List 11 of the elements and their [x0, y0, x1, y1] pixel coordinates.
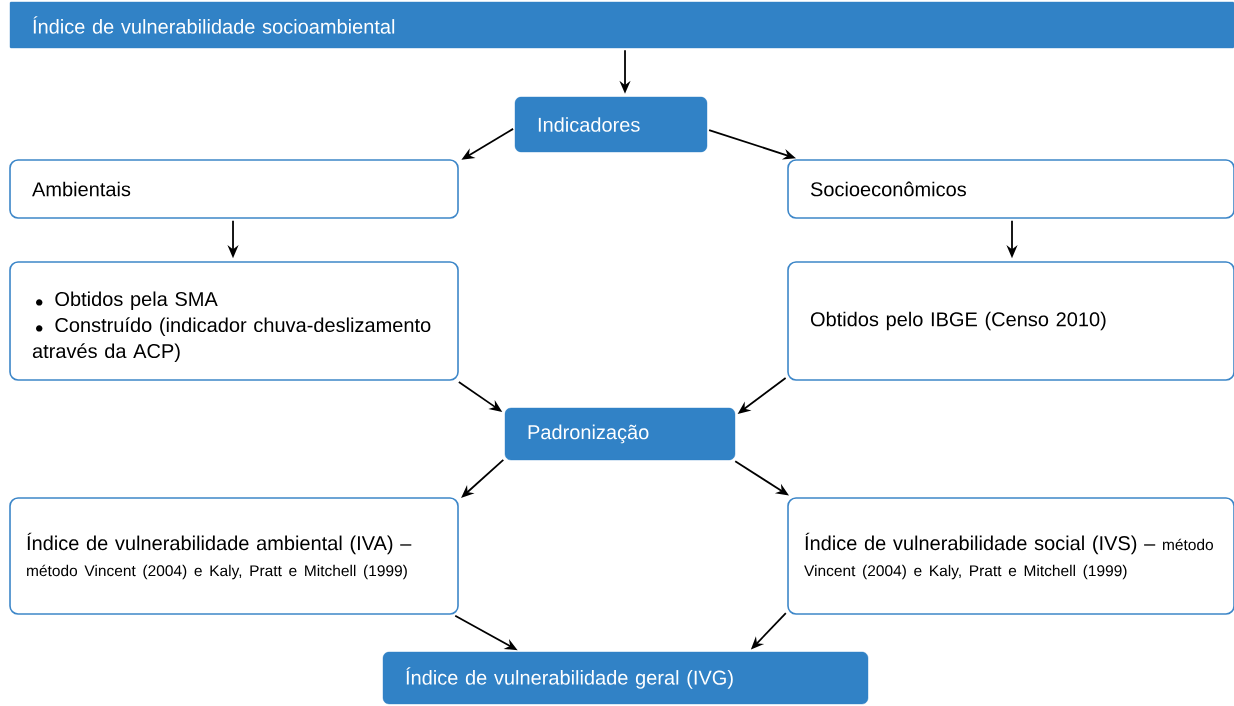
process-box: Padronização: [504, 407, 736, 461]
process-box: Obtidos pela SMA Construído (indicador chuva-deslizamento através da ACP): [9, 261, 459, 381]
process-box: Índice de vulnerabilidade social (IVS) – método Vincent (2004) e Kaly, Pratt e Mitchell (1999): [787, 497, 1234, 615]
process-box: Ambientais: [9, 159, 459, 219]
process-box: Índice de vulnerabilidade ambiental (IVA) – método Vincent (2004) e Kaly, Pratt e Mitchell (1999): [9, 497, 459, 615]
process-box: Indicadores: [514, 96, 708, 153]
process-box: Índice de vulnerabilidade geral (IVG): [382, 651, 869, 705]
title-band: Índice de vulnerabilidade socioambiental: [9, 1, 1234, 49]
process-box: Socioeconômicos: [787, 159, 1234, 219]
arrow: [461, 458, 505, 498]
process-box: Obtidos pelo IBGE (Censo 2010): [787, 261, 1234, 381]
